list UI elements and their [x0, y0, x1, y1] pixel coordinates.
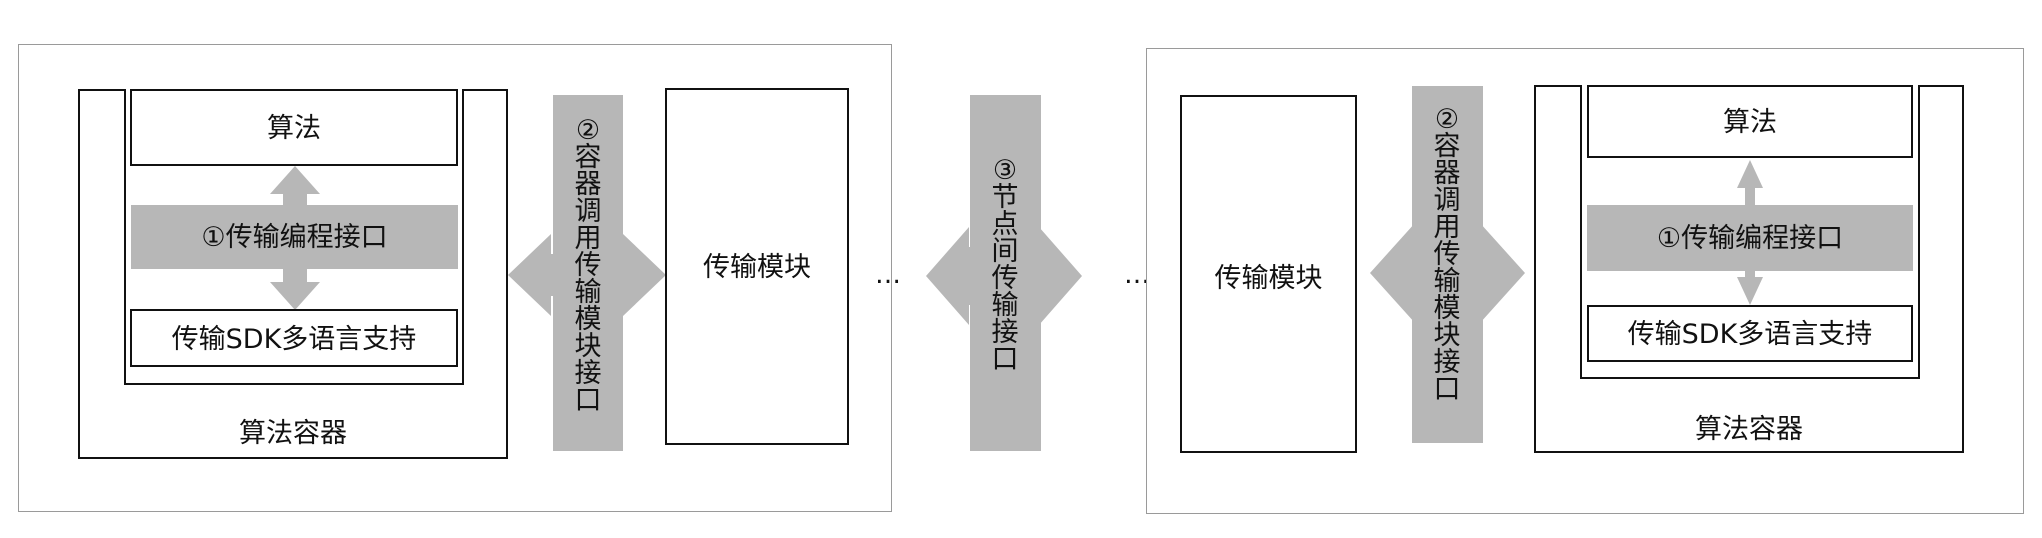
right-container-label: 算法容器	[1695, 414, 1803, 445]
left-transport-module-label: 传输模块	[703, 252, 811, 283]
left-transport-programming-interface-label: ①传输编程接口	[201, 222, 388, 253]
left-sdk-label: 传输SDK多语言支持	[171, 324, 417, 355]
right-container-transport-interface-bar: ②容器调用传输模块接口	[1412, 86, 1483, 443]
left-sdk-box: 传输SDK多语言支持	[130, 309, 458, 367]
right-algorithm-box: 算法	[1587, 85, 1913, 158]
right-transport-module-label: 传输模块	[1214, 263, 1323, 294]
right-sdk-label: 传输SDK多语言支持	[1627, 319, 1873, 350]
right-transport-programming-interface-band: ①传输编程接口	[1587, 205, 1913, 271]
left-transport-programming-interface-band: ①传输编程接口	[131, 205, 458, 269]
left-container-transport-interface-label: ②容器调用传输模块接口	[574, 115, 602, 416]
right-transport-programming-interface-label: ①传输编程接口	[1656, 223, 1844, 254]
right-sdk-box: 传输SDK多语言支持	[1587, 305, 1913, 362]
right-container-transport-interface-label: ②容器调用传输模块接口	[1433, 104, 1461, 405]
left-algorithm-label: 算法	[267, 113, 321, 144]
inter-node-interface-bar: ③节点间传输接口	[970, 95, 1041, 451]
ellipsis-right: …	[1124, 260, 1150, 290]
left-algorithm-box: 算法	[130, 89, 458, 166]
ellipsis-left: …	[875, 260, 901, 290]
left-container-transport-interface-bar: ②容器调用传输模块接口	[553, 95, 623, 451]
right-transport-module-box: 传输模块	[1180, 95, 1357, 453]
right-algorithm-label: 算法	[1723, 107, 1777, 138]
inter-node-interface-label: ③节点间传输接口	[991, 155, 1019, 375]
left-container-label: 算法容器	[239, 418, 347, 449]
left-transport-module-box: 传输模块	[665, 88, 849, 445]
